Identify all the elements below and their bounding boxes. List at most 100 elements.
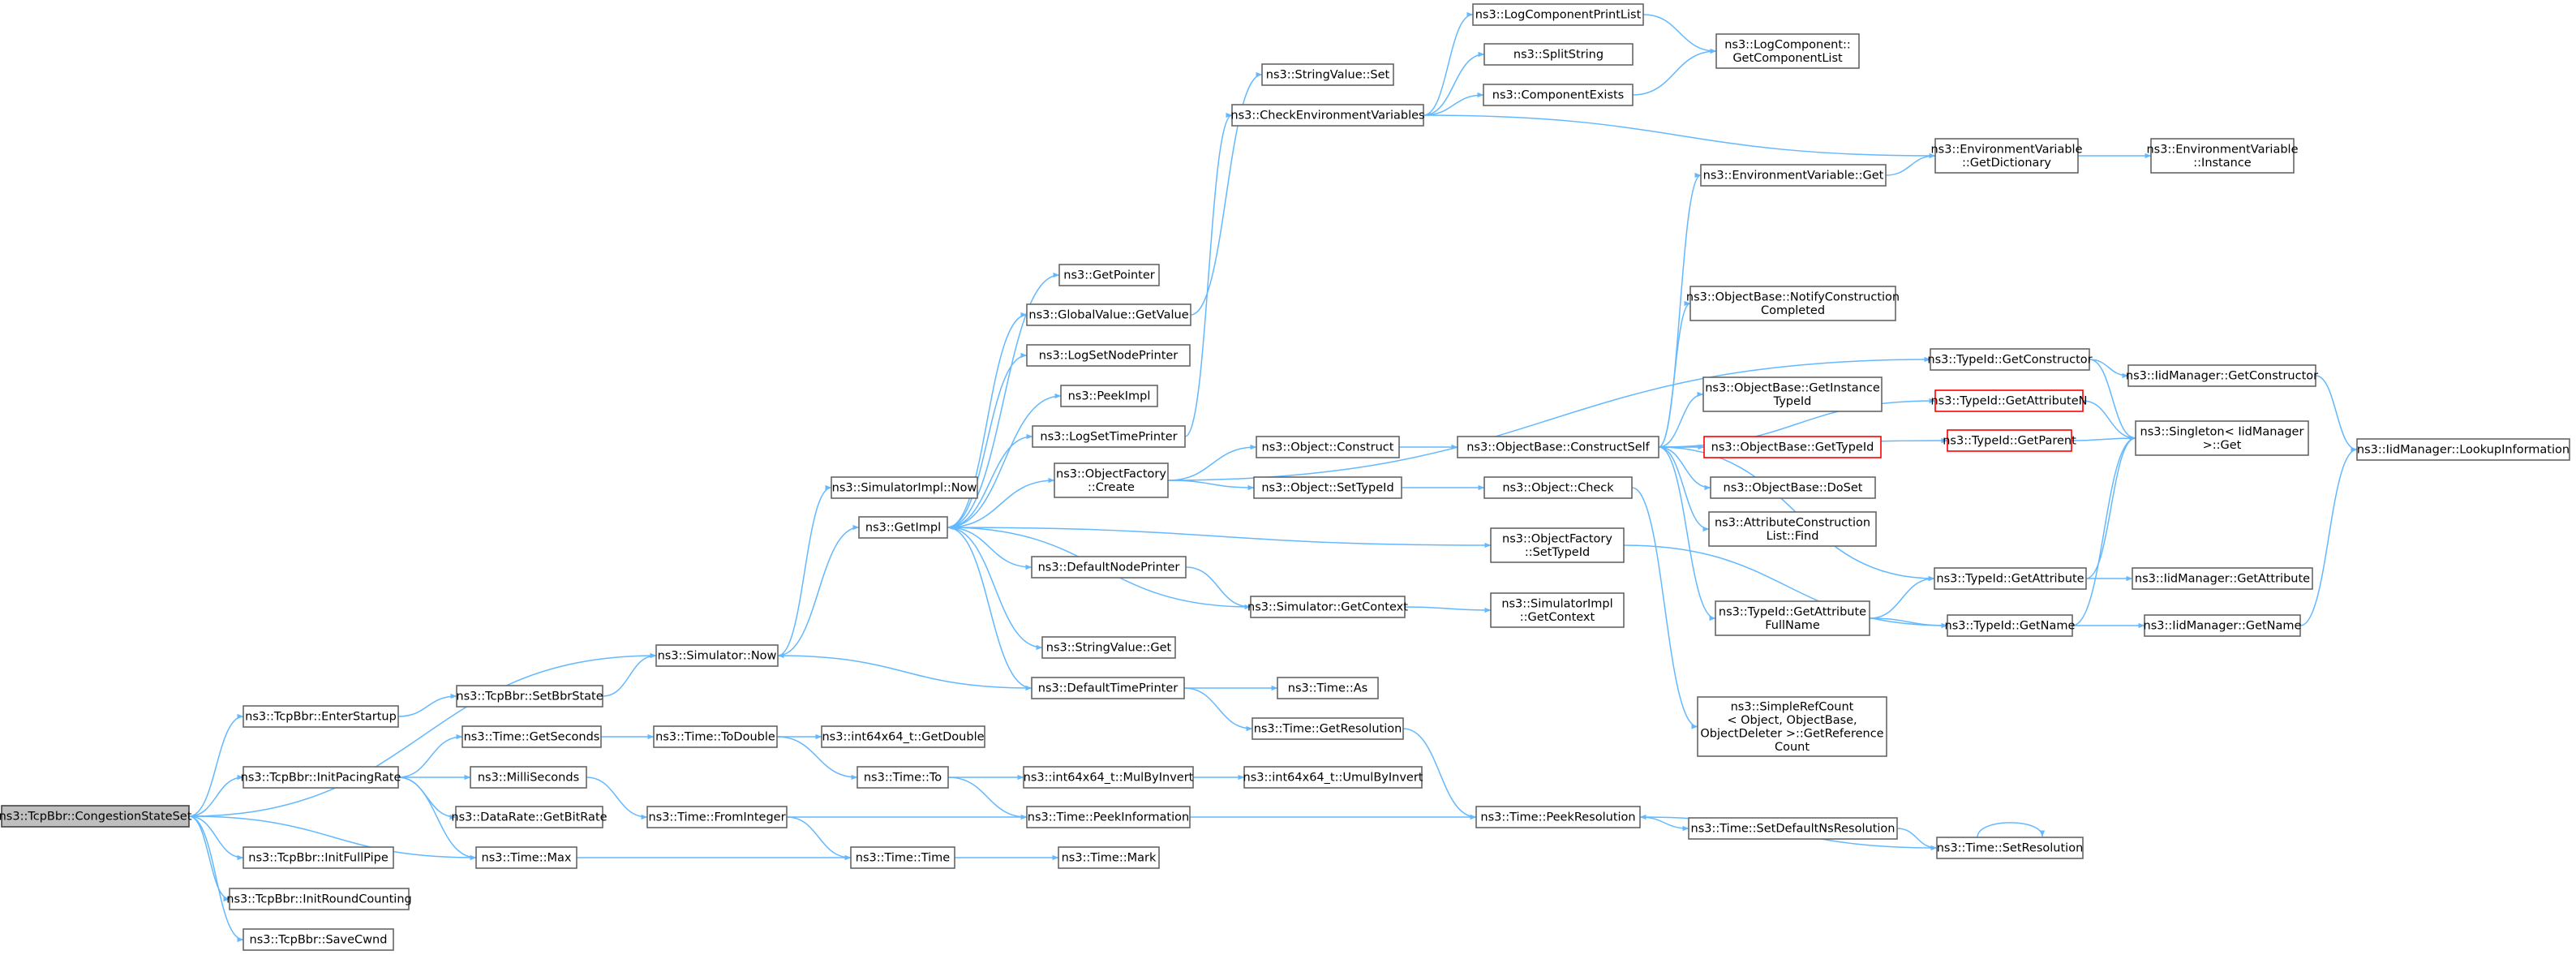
node-set-def-ns-res[interactable]: ns3::Time::SetDefaultNsResolution	[1688, 817, 1898, 840]
node-time-time[interactable]: ns3::Time::Time	[850, 846, 955, 869]
node-env-get[interactable]: ns3::EnvironmentVariable::Get	[1700, 164, 1887, 187]
node-label: ns3::Time::Mark	[1062, 852, 1157, 865]
node-label: ns3::IidManager::GetName	[2144, 620, 2302, 633]
node-box	[243, 705, 399, 728]
node-def-node-printer[interactable]: ns3::DefaultNodePrinter	[1031, 556, 1187, 579]
node-time-get-res[interactable]: ns3::Time::GetResolution	[1252, 717, 1404, 740]
node-time-to[interactable]: ns3::Time::To	[857, 766, 949, 789]
node-check-env[interactable]: ns3::CheckEnvironmentVariables	[1230, 104, 1425, 127]
node-box	[1934, 567, 2087, 590]
node-int64get-double[interactable]: ns3::int64x64_t::GetDouble	[821, 725, 985, 748]
edge-root-to-enter-startup	[188, 713, 244, 817]
node-label: ObjectDeleter >::GetReference	[1700, 727, 1883, 740]
node-label: ::Create	[1088, 481, 1135, 494]
node-sv-get[interactable]: ns3::StringValue::Get	[1041, 636, 1176, 659]
node-tid-get-parent[interactable]: ns3::TypeId::GetParent	[1943, 429, 2076, 452]
node-set-bbr-state[interactable]: ns3::TcpBbr::SetBbrState	[456, 685, 603, 708]
edge-root-to-init-full-pipe	[188, 815, 244, 861]
node-label: ns3::TypeId::GetConstructor	[1927, 354, 2092, 367]
node-set-resolution[interactable]: ns3::Time::SetResolution	[1936, 837, 2084, 859]
edge-def-time-printer-to-sim-now	[777, 652, 1033, 689]
node-root[interactable]: ns3::TcpBbr::CongestionStateSet	[0, 805, 192, 828]
edge-init-pacing-to-time-max	[397, 776, 477, 861]
node-label: ns3::TcpBbr::CongestionStateSet	[0, 811, 192, 824]
node-log-set-node[interactable]: ns3::LogSetNodePrinter	[1026, 344, 1191, 367]
node-def-time-printer[interactable]: ns3::DefaultTimePrinter	[1031, 677, 1185, 699]
node-save-cwnd[interactable]: ns3::TcpBbr::SaveCwnd	[243, 928, 394, 951]
node-get-bit-rate[interactable]: ns3::DataRate::GetBitRate	[451, 806, 608, 828]
node-sim-now[interactable]: ns3::Simulator::Now	[655, 644, 779, 667]
node-to-double[interactable]: ns3::Time::ToDouble	[653, 725, 778, 748]
node-init-pacing[interactable]: ns3::TcpBbr::InitPacingRate	[241, 766, 401, 789]
node-log-comp-get-list[interactable]: ns3::LogComponent::GetComponentList	[1715, 33, 1860, 69]
edge-tid-get-constructor-to-singleton-get	[2089, 359, 2136, 441]
node-time-as[interactable]: ns3::Time::As	[1277, 677, 1379, 699]
node-obj-check[interactable]: ns3::Object::Check	[1483, 476, 1633, 499]
node-gv-get-value[interactable]: ns3::GlobalValue::GetValue	[1026, 303, 1191, 326]
node-tid-get-name[interactable]: ns3::TypeId::GetName	[1945, 614, 2076, 637]
node-enter-startup[interactable]: ns3::TcpBbr::EnterStartup	[243, 705, 399, 728]
node-tid-get-attribute[interactable]: ns3::TypeId::GetAttribute	[1934, 567, 2087, 590]
node-env-get-dict[interactable]: ns3::EnvironmentVariable::GetDictionary	[1930, 138, 2083, 174]
node-tid-get-attr-n[interactable]: ns3::TypeId::GetAttributeN	[1930, 389, 2088, 412]
edge-peek-res-to-set-def-ns-res	[1639, 816, 1689, 832]
node-split-string[interactable]: ns3::SplitString	[1483, 43, 1634, 66]
node-comp-exists[interactable]: ns3::ComponentExists	[1483, 84, 1634, 106]
node-label: ns3::EnvironmentVariable	[1930, 143, 2082, 156]
node-label: ns3::GetPointer	[1063, 269, 1155, 282]
edge-to-double-to-time-to	[776, 736, 858, 781]
node-sim-get-context[interactable]: ns3::Simulator::GetContext	[1247, 596, 1408, 618]
node-do-set[interactable]: ns3::ObjectBase::DoSet	[1710, 476, 1876, 499]
node-label: ::GetContext	[1520, 611, 1595, 624]
node-init-full-pipe[interactable]: ns3::TcpBbr::InitFullPipe	[243, 846, 394, 869]
edge-set-resolution-to-set-resolution	[1977, 822, 2046, 838]
edge-enter-startup-to-set-bbr-state	[397, 693, 457, 717]
node-simple-ref-count[interactable]: ns3::SimpleRefCount< Object, ObjectBase,…	[1697, 696, 1887, 757]
node-label: ns3::Simulator::Now	[658, 650, 777, 663]
node-get-impl[interactable]: ns3::GetImpl	[858, 516, 948, 539]
node-get-pointer[interactable]: ns3::GetPointer	[1058, 264, 1160, 286]
node-box	[2356, 438, 2570, 461]
node-sim-impl-now[interactable]: ns3::SimulatorImpl::Now	[831, 476, 978, 499]
node-notify-constr[interactable]: ns3::ObjectBase::NotifyConstructionCompl…	[1686, 286, 1900, 321]
node-box	[1483, 476, 1633, 499]
edge-ob-construct-self-to-tid-get-attr-full	[1658, 446, 1716, 622]
node-iid-get-attribute[interactable]: ns3::IidManager::GetAttribute	[2132, 567, 2313, 590]
node-peek-info[interactable]: ns3::Time::PeekInformation	[1026, 806, 1191, 828]
node-time-mark[interactable]: ns3::Time::Mark	[1058, 846, 1160, 869]
node-log-set-time[interactable]: ns3::LogSetTimePrinter	[1032, 425, 1186, 448]
node-iid-get-constructor[interactable]: ns3::IidManager::GetConstructor	[2126, 364, 2318, 387]
node-singleton-get[interactable]: ns3::Singleton< IidManager>::Get	[2135, 420, 2309, 456]
node-label: ns3::Simulator::GetContext	[1247, 601, 1408, 614]
node-of-create[interactable]: ns3::ObjectFactory::Create	[1054, 462, 1169, 498]
node-from-integer[interactable]: ns3::Time::FromInteger	[646, 806, 788, 828]
node-sim-impl-get-context[interactable]: ns3::SimulatorImpl::GetContext	[1490, 592, 1625, 628]
node-obj-construct[interactable]: ns3::Object::Construct	[1256, 436, 1400, 458]
node-peek-res[interactable]: ns3::Time::PeekResolution	[1475, 806, 1641, 828]
node-obj-set-type-id[interactable]: ns3::Object::SetTypeId	[1253, 476, 1402, 499]
node-iid-get-name[interactable]: ns3::IidManager::GetName	[2144, 614, 2302, 637]
node-box	[1472, 3, 1644, 26]
node-box	[1710, 476, 1876, 499]
node-ob-construct-self[interactable]: ns3::ObjectBase::ConstructSelf	[1457, 436, 1659, 458]
node-init-round[interactable]: ns3::TcpBbr::InitRoundCounting	[226, 888, 412, 910]
node-peek-impl[interactable]: ns3::PeekImpl	[1060, 385, 1158, 407]
node-env-instance[interactable]: ns3::EnvironmentVariable::Instance	[2146, 138, 2299, 174]
edge-of-create-to-obj-construct	[1167, 444, 1257, 481]
node-sv-set[interactable]: ns3::StringValue::Set	[1261, 63, 1394, 86]
node-iid-lookup[interactable]: ns3::IidManager::LookupInformation	[2356, 438, 2570, 461]
node-milli-seconds[interactable]: ns3::MilliSeconds	[470, 766, 587, 789]
node-of-set-type-id[interactable]: ns3::ObjectFactory::SetTypeId	[1490, 527, 1625, 563]
node-mul-by-invert[interactable]: ns3::int64x64_t::MulByInvert	[1023, 766, 1194, 789]
node-umul-by-invert[interactable]: ns3::int64x64_t::UmulByInvert	[1243, 766, 1423, 789]
node-ob-get-type-id[interactable]: ns3::ObjectBase::GetTypeId	[1703, 436, 1882, 458]
node-tid-get-constructor[interactable]: ns3::TypeId::GetConstructor	[1927, 348, 2093, 371]
node-time-max[interactable]: ns3::Time::Max	[475, 846, 577, 869]
node-get-seconds[interactable]: ns3::Time::GetSeconds	[462, 725, 602, 748]
node-label: ns3::IidManager::GetConstructor	[2126, 370, 2318, 383]
node-label: GetComponentList	[1732, 52, 1843, 65]
node-log-comp-print[interactable]: ns3::LogComponentPrintList	[1472, 3, 1644, 26]
